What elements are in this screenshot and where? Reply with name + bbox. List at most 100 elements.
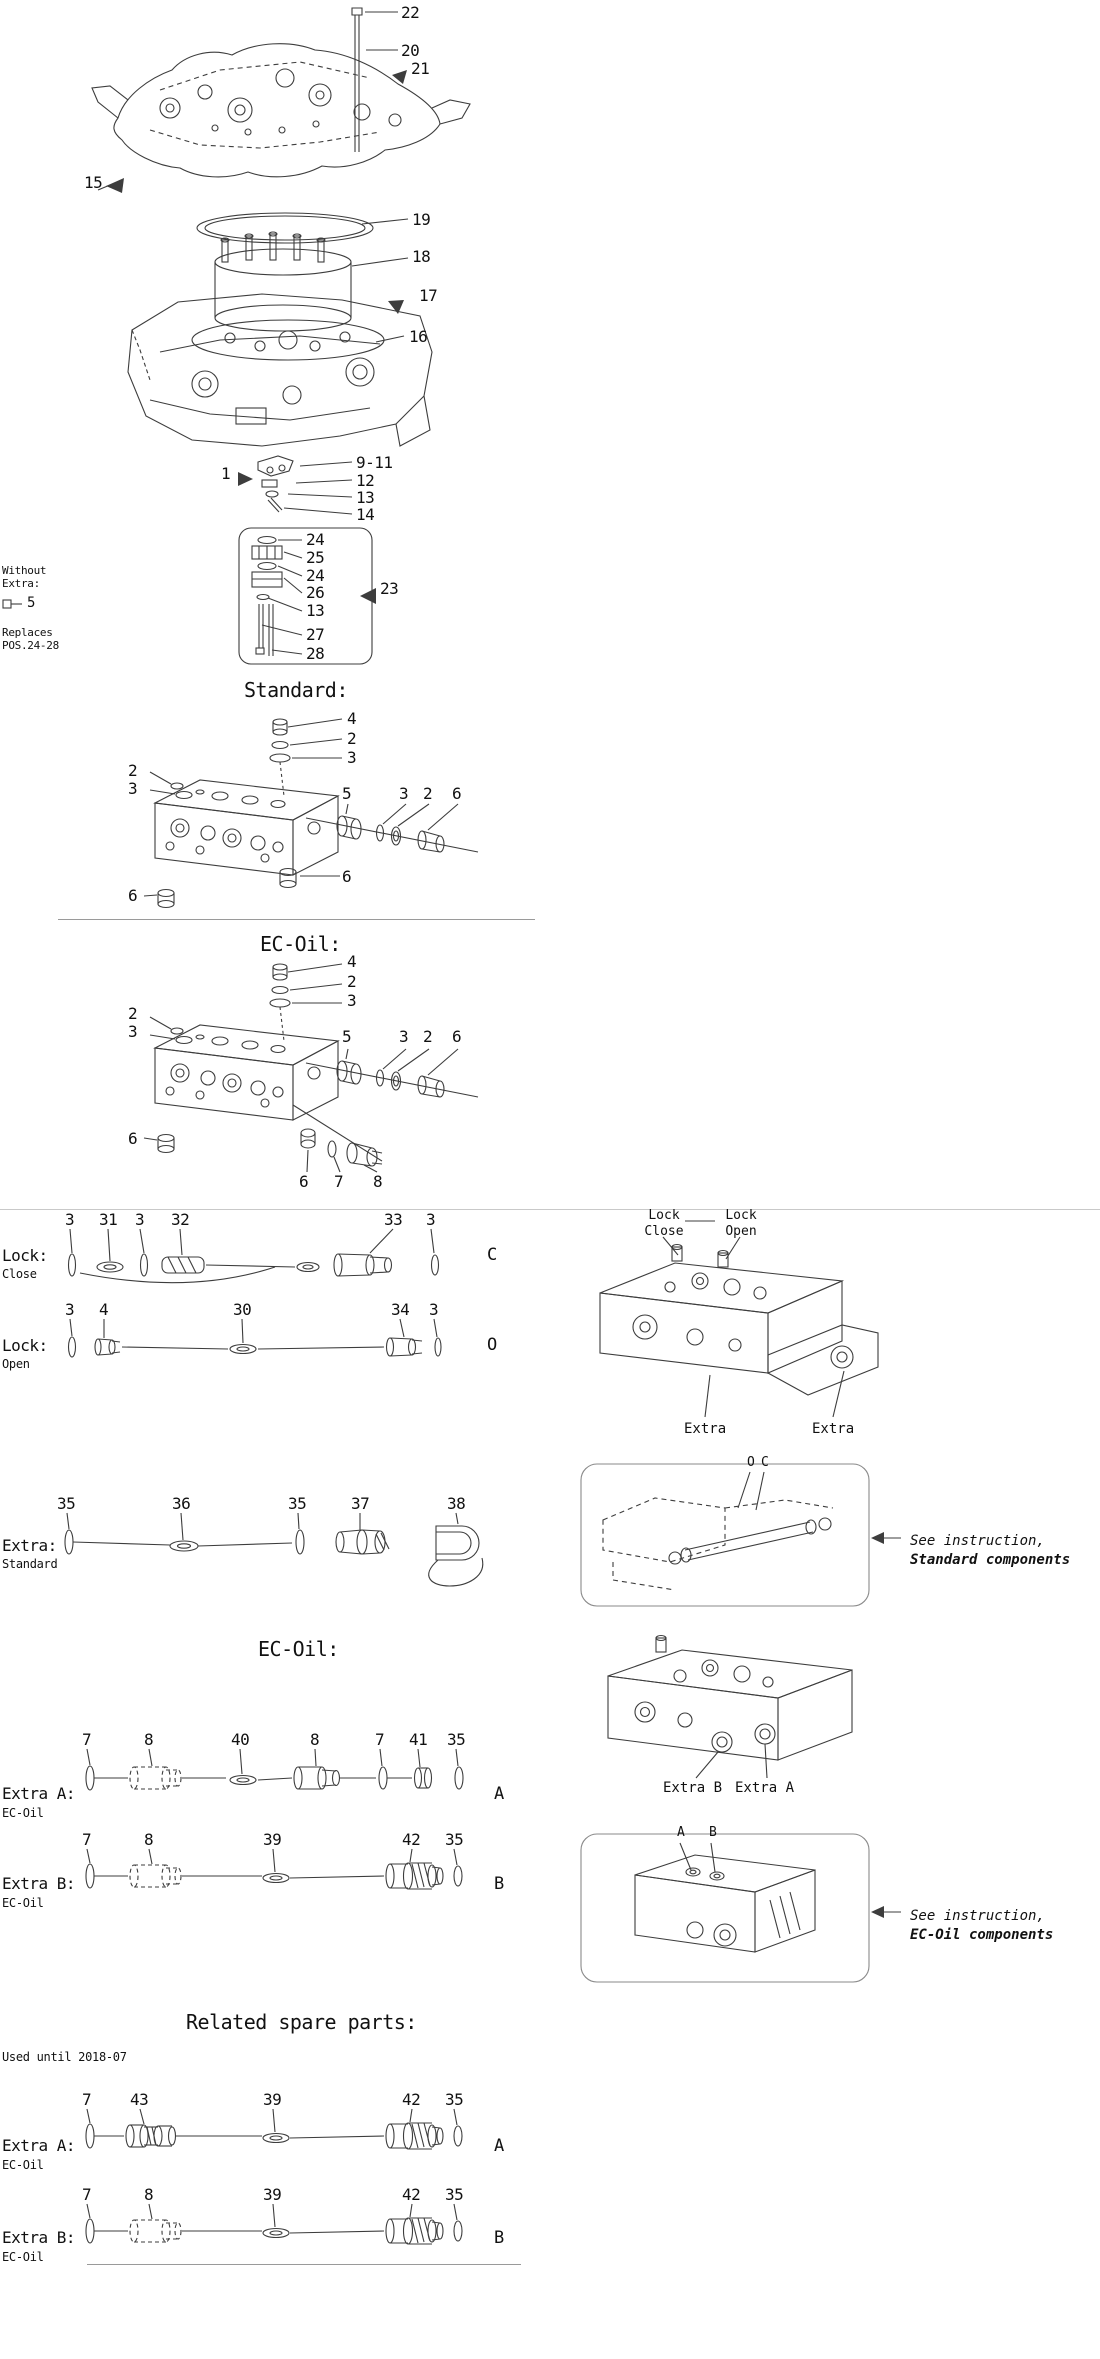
callout-ra-43[interactable]: 43	[130, 2090, 149, 2109]
without-extra-value[interactable]: 5	[27, 595, 35, 611]
callout-ea-35[interactable]: 35	[447, 1730, 466, 1749]
callout-top-12[interactable]: 12	[356, 471, 375, 490]
top-stack-art	[269, 963, 343, 1042]
callout-ra-39[interactable]: 39	[263, 2090, 282, 2109]
callout-box-13[interactable]: 13	[306, 601, 325, 620]
callout-top-21[interactable]: 21	[411, 59, 430, 78]
callout-lo-30[interactable]: 30	[233, 1300, 252, 1319]
callout-ec-8[interactable]: 8	[373, 1172, 383, 1191]
callout-ec-6c[interactable]: 6	[299, 1172, 309, 1191]
related-a-label: Extra A:	[2, 2136, 76, 2155]
callout-ea-40[interactable]: 40	[231, 1730, 250, 1749]
callout-box-26[interactable]: 26	[306, 583, 325, 602]
callout-std-3a[interactable]: 3	[347, 748, 357, 767]
callout-ea-7b[interactable]: 7	[375, 1730, 385, 1749]
callout-std-3c[interactable]: 3	[399, 784, 409, 803]
callout-std-3b[interactable]: 3	[128, 779, 138, 798]
callout-lc-32[interactable]: 32	[171, 1210, 190, 1229]
callout-box-23[interactable]: 23	[380, 579, 399, 598]
callout-lc-3a[interactable]: 3	[65, 1210, 75, 1229]
related-b-letter: B	[494, 2228, 505, 2248]
callout-ec-2c[interactable]: 2	[423, 1027, 433, 1046]
callout-es-38[interactable]: 38	[447, 1494, 466, 1513]
bolt-art	[351, 7, 407, 152]
callout-ea-8a[interactable]: 8	[144, 1730, 154, 1749]
callout-top-22[interactable]: 22	[401, 3, 420, 22]
callout-ra-7[interactable]: 7	[82, 2090, 92, 2109]
callout-top-1[interactable]: 1	[221, 464, 231, 483]
lock-open-word1: Lock	[725, 1208, 757, 1223]
callout-lo-4[interactable]: 4	[99, 1300, 109, 1319]
callout-eb-42[interactable]: 42	[402, 1830, 421, 1849]
port-label-c: C	[761, 1455, 769, 1470]
callout-es-35a[interactable]: 35	[57, 1494, 76, 1513]
callout-top-14[interactable]: 14	[356, 505, 375, 524]
callout-ea-7a[interactable]: 7	[82, 1730, 92, 1749]
callout-box-25[interactable]: 25	[306, 548, 325, 567]
callout-std-2b[interactable]: 2	[128, 761, 138, 780]
callout-ra-35[interactable]: 35	[445, 2090, 464, 2109]
callout-ea-41[interactable]: 41	[409, 1730, 428, 1749]
callout-top-15[interactable]: 15	[84, 173, 103, 192]
top-assembly-drawing	[91, 7, 471, 665]
callout-lc-3c[interactable]: 3	[426, 1210, 436, 1229]
callout-ec-3b[interactable]: 3	[128, 1022, 138, 1041]
callout-ea-8b[interactable]: 8	[310, 1730, 320, 1749]
callout-rb-42[interactable]: 42	[402, 2185, 421, 2204]
callout-lo-34[interactable]: 34	[391, 1300, 410, 1319]
callout-top-19[interactable]: 19	[412, 210, 431, 229]
callout-es-35b[interactable]: 35	[288, 1494, 307, 1513]
callout-rb-39[interactable]: 39	[263, 2185, 282, 2204]
callout-std-2a[interactable]: 2	[347, 729, 357, 748]
callout-ra-42[interactable]: 42	[402, 2090, 421, 2109]
callout-ec-7[interactable]: 7	[334, 1172, 344, 1191]
callout-top-13[interactable]: 13	[356, 488, 375, 507]
callout-lc-33[interactable]: 33	[384, 1210, 403, 1229]
callout-box-24b[interactable]: 24	[306, 566, 325, 585]
callout-top-16[interactable]: 16	[409, 327, 428, 346]
replaces-line2: POS.24-28	[2, 639, 59, 652]
callout-ec-2a[interactable]: 2	[347, 972, 357, 991]
callout-rb-35[interactable]: 35	[445, 2185, 464, 2204]
callout-rb-8[interactable]: 8	[144, 2185, 154, 2204]
callout-rb-7[interactable]: 7	[82, 2185, 92, 2204]
extra-a-port-label: Extra A	[735, 1780, 795, 1796]
ecoil-heading-2: EC-Oil:	[258, 1637, 339, 1661]
callout-ec-6a[interactable]: 6	[452, 1027, 462, 1046]
callout-lo-3a[interactable]: 3	[65, 1300, 75, 1319]
callout-std-4[interactable]: 4	[347, 709, 357, 728]
extra-label-left: Extra	[684, 1421, 727, 1437]
callout-lc-31[interactable]: 31	[99, 1210, 118, 1229]
callout-box-28[interactable]: 28	[306, 644, 325, 663]
callout-box-27[interactable]: 27	[306, 625, 325, 644]
port-label-a: A	[677, 1825, 685, 1840]
callout-std-5[interactable]: 5	[342, 784, 352, 803]
callout-top-9-11[interactable]: 9-11	[356, 453, 393, 472]
related-b-sublabel: EC-Oil	[2, 2250, 44, 2264]
callout-ec-2b[interactable]: 2	[128, 1004, 138, 1023]
callout-ec-6b[interactable]: 6	[128, 1129, 138, 1148]
callout-top-17[interactable]: 17	[419, 286, 438, 305]
callout-es-36[interactable]: 36	[172, 1494, 191, 1513]
callout-eb-39[interactable]: 39	[263, 1830, 282, 1849]
callout-ec-3a[interactable]: 3	[347, 991, 357, 1010]
callout-top-18[interactable]: 18	[412, 247, 431, 266]
callout-lo-3b[interactable]: 3	[429, 1300, 439, 1319]
callout-std-6b[interactable]: 6	[342, 867, 352, 886]
callout-eb-7[interactable]: 7	[82, 1830, 92, 1849]
callout-std-6c[interactable]: 6	[128, 886, 138, 905]
extra-a-sublabel: EC-Oil	[2, 1806, 44, 1820]
callout-box-24a[interactable]: 24	[306, 530, 325, 549]
callout-es-37[interactable]: 37	[351, 1494, 370, 1513]
callout-top-20[interactable]: 20	[401, 41, 420, 60]
callout-ec-3c[interactable]: 3	[399, 1027, 409, 1046]
callout-std-2c[interactable]: 2	[423, 784, 433, 803]
callout-eb-35[interactable]: 35	[445, 1830, 464, 1849]
valve-cartridge-art	[214, 231, 409, 332]
callout-lc-3b[interactable]: 3	[135, 1210, 145, 1229]
callout-ec-5[interactable]: 5	[342, 1027, 352, 1046]
callout-std-6a[interactable]: 6	[452, 784, 462, 803]
bottom-left-plug-art	[143, 1133, 175, 1154]
callout-ec-4[interactable]: 4	[347, 952, 357, 971]
callout-eb-8[interactable]: 8	[144, 1830, 154, 1849]
